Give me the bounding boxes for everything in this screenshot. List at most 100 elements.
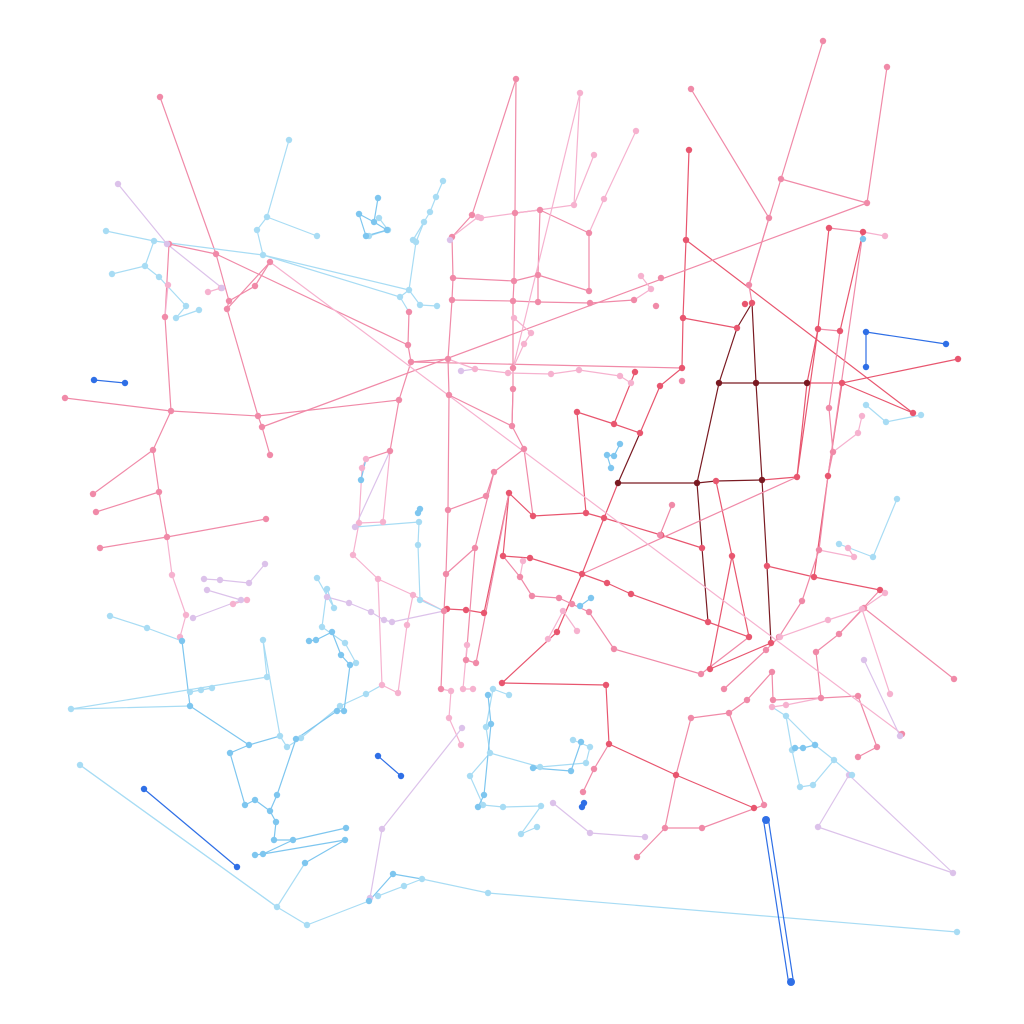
- edge-pink: [261, 426, 271, 456]
- node-sky-blue: [251, 851, 259, 859]
- node-sky-blue: [389, 870, 397, 878]
- node-pink: [863, 199, 871, 207]
- node-pink: [825, 404, 833, 412]
- edge-pink: [451, 214, 473, 238]
- node-light-pink: [447, 687, 455, 695]
- node-pink: [768, 668, 776, 676]
- node-lavender: [814, 823, 822, 831]
- node-pink: [815, 546, 823, 554]
- node-pink: [254, 412, 262, 420]
- edge-pink: [168, 243, 217, 255]
- edge-sky-blue: [304, 839, 346, 864]
- node-light-blue: [182, 302, 190, 310]
- edge-light-pink: [166, 536, 173, 576]
- node-light-blue: [259, 636, 267, 644]
- node-lavender: [218, 284, 226, 292]
- node-sky-blue: [178, 637, 186, 645]
- node-pink: [762, 646, 770, 654]
- node-sky-blue: [305, 637, 313, 645]
- edge-light-pink: [827, 608, 863, 621]
- edge-sky-blue: [248, 735, 281, 746]
- edge-red: [529, 557, 583, 575]
- node-dark-red: [803, 379, 811, 387]
- node-light-pink: [463, 641, 471, 649]
- node-red: [631, 368, 639, 376]
- node-pink: [687, 85, 695, 93]
- node-red: [810, 573, 818, 581]
- edge-pink: [537, 274, 590, 292]
- node-red: [529, 512, 537, 520]
- edge-pink: [588, 611, 615, 650]
- node-light-pink: [445, 714, 453, 722]
- edge-light-pink: [507, 372, 552, 375]
- edge-light-blue: [785, 715, 793, 751]
- node-red: [678, 364, 686, 372]
- node-pink: [950, 675, 958, 683]
- edge-light-pink: [447, 358, 476, 370]
- edge-pink: [827, 231, 864, 477]
- node-light-blue: [318, 623, 326, 631]
- node-light-blue: [499, 803, 507, 811]
- node-light-pink: [768, 703, 776, 711]
- edge-pink: [443, 573, 447, 612]
- node-lavender: [216, 576, 224, 584]
- edge-lavender: [117, 183, 168, 245]
- edge-light-blue: [485, 726, 491, 754]
- node-pink: [579, 788, 587, 796]
- edge-dark-red: [696, 382, 720, 484]
- edge-red: [766, 565, 815, 578]
- edge-pink: [152, 449, 160, 493]
- node-pink: [817, 694, 825, 702]
- node-pink: [444, 506, 452, 514]
- edge-light-blue: [276, 862, 306, 908]
- node-light-blue: [416, 596, 424, 604]
- node-light-blue: [155, 273, 163, 281]
- edge-pink: [474, 471, 495, 549]
- node-blue: [578, 803, 586, 811]
- edge-sky-blue: [358, 213, 367, 237]
- edge-pink: [448, 394, 513, 427]
- node-sky-blue: [474, 803, 482, 811]
- edge-light-pink: [480, 204, 575, 219]
- node-lavender: [367, 608, 375, 616]
- node-light-blue: [882, 418, 890, 426]
- node-lavender: [163, 240, 171, 248]
- edge-lavender: [589, 832, 646, 838]
- node-light-pink: [520, 340, 528, 348]
- edge-sky-blue: [262, 839, 294, 855]
- node-light-blue: [283, 743, 291, 751]
- edge-pink: [410, 358, 449, 363]
- node-light-blue: [102, 227, 110, 235]
- node-light-blue: [67, 705, 75, 713]
- node-dark-red: [752, 379, 760, 387]
- node-sky-blue: [355, 210, 363, 218]
- node-lavender: [549, 799, 557, 807]
- node-red: [682, 236, 690, 244]
- edge-light-pink: [573, 92, 581, 206]
- edge-dark-red: [766, 565, 772, 644]
- node-light-pink: [409, 591, 417, 599]
- edge-light-blue: [266, 216, 318, 237]
- node-pink: [266, 451, 274, 459]
- edge-light-pink: [382, 450, 391, 523]
- node-sky-blue: [484, 691, 492, 699]
- node-light-pink: [858, 605, 866, 613]
- edge-red: [501, 682, 607, 686]
- node-light-pink: [164, 281, 172, 289]
- node-light-pink: [349, 551, 357, 559]
- edge-blue: [865, 331, 947, 345]
- node-red: [672, 771, 680, 779]
- edge-pink: [257, 399, 400, 417]
- node-sky-blue: [577, 738, 585, 746]
- edge-red: [675, 774, 755, 809]
- node-red: [733, 324, 741, 332]
- edge-blue: [93, 379, 126, 384]
- edge-light-blue: [539, 762, 587, 768]
- node-light-blue: [869, 553, 877, 561]
- node-sky-blue: [226, 749, 234, 757]
- node-light-blue: [172, 314, 180, 322]
- node-light-blue: [432, 193, 440, 201]
- edge-red: [685, 239, 914, 414]
- edge-sky-blue: [487, 694, 492, 725]
- edge-pink: [513, 274, 539, 282]
